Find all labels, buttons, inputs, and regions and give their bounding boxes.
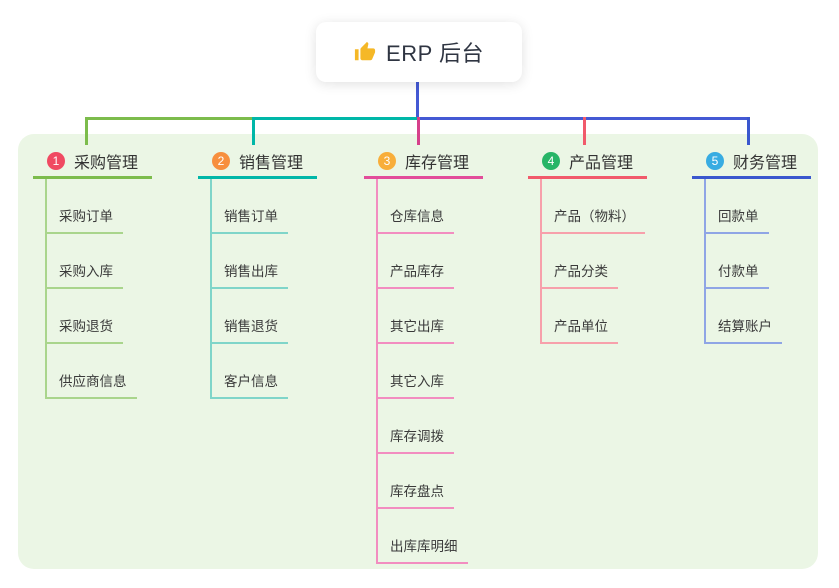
- branch: 5 财务管理 回款单 付款单 结算账户: [692, 146, 811, 344]
- bus-segment-line: [85, 117, 254, 120]
- child-row: 库存调拨: [364, 399, 468, 454]
- bus-segment-line: [252, 117, 419, 120]
- child-node[interactable]: 结算账户: [704, 315, 782, 344]
- branch-header[interactable]: 3 库存管理: [364, 146, 483, 179]
- child-row: 产品分类: [528, 234, 645, 289]
- root-node[interactable]: ERP 后台: [316, 22, 522, 82]
- branch-title: 产品管理: [569, 155, 634, 172]
- branch-number-badge: 1: [47, 152, 65, 170]
- branch-title: 财务管理: [733, 155, 798, 172]
- child-node[interactable]: 其它出库: [376, 315, 454, 344]
- branches-panel: [18, 134, 818, 569]
- branch: 4 产品管理 产品（物料） 产品分类 产品单位: [528, 146, 647, 344]
- branch-connector-line: [704, 179, 706, 344]
- child-node[interactable]: 出库库明细: [376, 535, 468, 564]
- child-row: 库存盘点: [364, 454, 468, 509]
- branch: 2 销售管理 销售订单 销售出库 销售退货 客户信息: [198, 146, 317, 399]
- branch-number-badge: 2: [212, 152, 230, 170]
- child-node[interactable]: 库存盘点: [376, 480, 454, 509]
- branch-title: 库存管理: [405, 155, 470, 172]
- child-node[interactable]: 采购入库: [45, 260, 123, 289]
- child-node[interactable]: 付款单: [704, 260, 769, 289]
- child-row: 产品（物料）: [528, 179, 645, 234]
- branch-children: 仓库信息 产品库存 其它出库 其它入库 库存调拨 库存盘点 出库库明细: [364, 179, 468, 564]
- branch-number-badge: 4: [542, 152, 560, 170]
- branch-drop-line: [747, 117, 750, 145]
- child-row: 销售出库: [198, 234, 288, 289]
- child-row: 客户信息: [198, 344, 288, 399]
- child-row: 出库库明细: [364, 509, 468, 564]
- child-row: 其它入库: [364, 344, 468, 399]
- child-node[interactable]: 仓库信息: [376, 205, 454, 234]
- branch-number-badge: 3: [378, 152, 396, 170]
- child-node[interactable]: 供应商信息: [45, 370, 137, 399]
- child-node[interactable]: 销售退货: [210, 315, 288, 344]
- branch-header[interactable]: 2 销售管理: [198, 146, 317, 179]
- root-title: ERP 后台: [386, 41, 484, 66]
- child-node[interactable]: 产品分类: [540, 260, 618, 289]
- child-row: 其它出库: [364, 289, 468, 344]
- branch-children: 采购订单 采购入库 采购退货 供应商信息: [33, 179, 137, 399]
- child-row: 付款单: [692, 234, 782, 289]
- child-row: 供应商信息: [33, 344, 137, 399]
- child-node[interactable]: 产品单位: [540, 315, 618, 344]
- child-row: 销售退货: [198, 289, 288, 344]
- branch-connector-line: [540, 179, 542, 344]
- child-row: 采购退货: [33, 289, 137, 344]
- child-row: 销售订单: [198, 179, 288, 234]
- branch-header[interactable]: 4 产品管理: [528, 146, 647, 179]
- child-node[interactable]: 销售出库: [210, 260, 288, 289]
- branch-children: 回款单 付款单 结算账户: [692, 179, 782, 344]
- child-row: 产品库存: [364, 234, 468, 289]
- child-row: 结算账户: [692, 289, 782, 344]
- child-node[interactable]: 库存调拨: [376, 425, 454, 454]
- child-node[interactable]: 采购订单: [45, 205, 123, 234]
- child-row: 产品单位: [528, 289, 645, 344]
- branch-drop-line: [583, 117, 586, 145]
- branch-drop-line: [417, 117, 420, 145]
- child-row: 采购入库: [33, 234, 137, 289]
- branch-connector-line: [210, 179, 212, 399]
- branch-title: 采购管理: [74, 155, 139, 172]
- child-row: 回款单: [692, 179, 782, 234]
- branch-drop-line: [252, 117, 255, 145]
- child-node[interactable]: 产品（物料）: [540, 205, 645, 234]
- child-node[interactable]: 产品库存: [376, 260, 454, 289]
- branch: 1 采购管理 采购订单 采购入库 采购退货 供应商信息: [33, 146, 152, 399]
- branch-title: 销售管理: [239, 155, 304, 172]
- child-node[interactable]: 销售订单: [210, 205, 288, 234]
- branch-connector-line: [376, 179, 378, 564]
- child-node[interactable]: 客户信息: [210, 370, 288, 399]
- branch-children: 产品（物料） 产品分类 产品单位: [528, 179, 645, 344]
- branch-connector-line: [45, 179, 47, 399]
- child-row: 仓库信息: [364, 179, 468, 234]
- branch-number-badge: 5: [706, 152, 724, 170]
- child-node[interactable]: 采购退货: [45, 315, 123, 344]
- branch: 3 库存管理 仓库信息 产品库存 其它出库 其它入库 库存调拨 库存盘点 出库库…: [364, 146, 483, 564]
- child-node[interactable]: 回款单: [704, 205, 769, 234]
- child-node[interactable]: 其它入库: [376, 370, 454, 399]
- thumbs-up-icon: [354, 41, 376, 63]
- root-vertical-line: [416, 82, 419, 120]
- branch-header[interactable]: 1 采购管理: [33, 146, 152, 179]
- branch-drop-line: [85, 117, 88, 145]
- child-row: 采购订单: [33, 179, 137, 234]
- branch-children: 销售订单 销售出库 销售退货 客户信息: [198, 179, 288, 399]
- branch-header[interactable]: 5 财务管理: [692, 146, 811, 179]
